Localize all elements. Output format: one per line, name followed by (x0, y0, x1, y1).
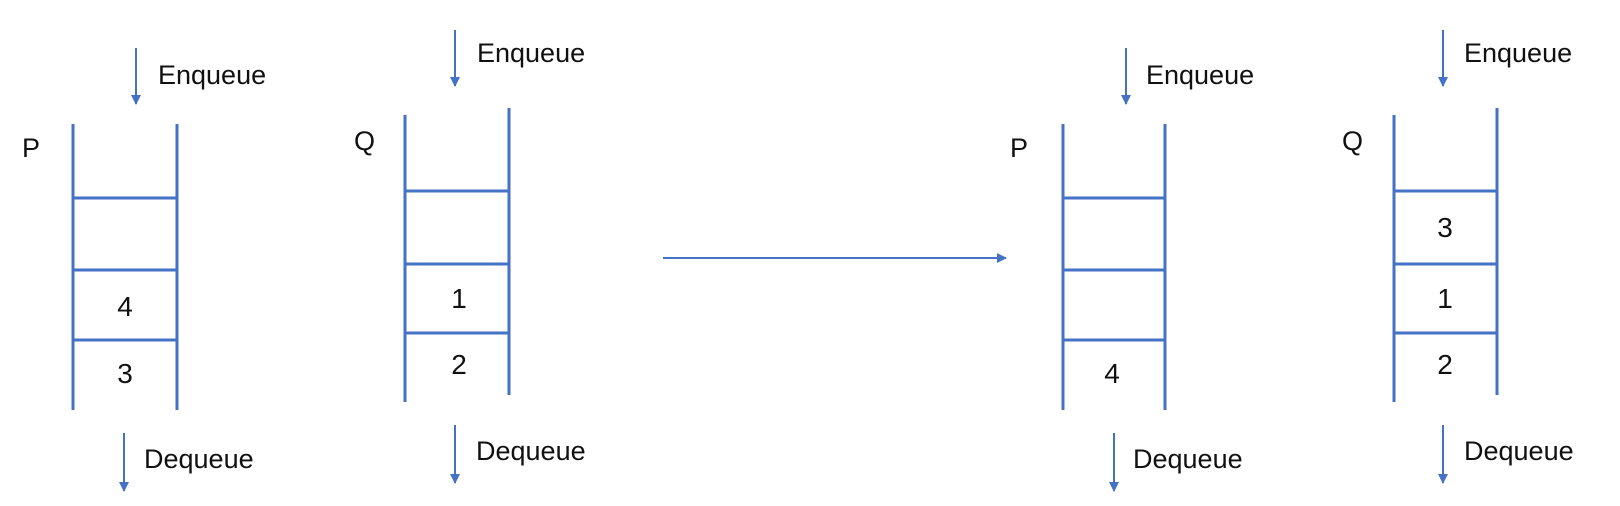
after-queue-p: Enqueue P 4 Dequeue (1010, 48, 1254, 492)
after-queue-q: Enqueue Q 3 1 2 Dequeue (1342, 30, 1574, 484)
dequeue-label: Dequeue (476, 436, 586, 466)
queue-slot-4: 2 (1437, 349, 1453, 380)
enqueue-label: Enqueue (1464, 38, 1572, 68)
queue-slot-3: 1 (451, 283, 467, 314)
queue-name: P (1010, 133, 1028, 163)
queue-slot-4: 4 (1104, 358, 1120, 389)
queue-slot-3: 1 (1437, 283, 1453, 314)
before-queue-q: Enqueue Q 1 2 Dequeue (354, 30, 586, 484)
dequeue-label: Dequeue (1133, 444, 1243, 474)
queue-name: Q (1342, 126, 1363, 156)
dequeue-label: Dequeue (1464, 436, 1574, 466)
dequeue-label: Dequeue (144, 444, 254, 474)
queue-slot-4: 3 (117, 358, 133, 389)
queue-slot-2: 3 (1437, 212, 1453, 243)
queue-slot-3: 4 (117, 291, 133, 322)
enqueue-label: Enqueue (158, 60, 266, 90)
queue-slot-4: 2 (451, 349, 467, 380)
queue-name: Q (354, 126, 375, 156)
enqueue-label: Enqueue (477, 38, 585, 68)
enqueue-label: Enqueue (1146, 60, 1254, 90)
before-queue-p: Enqueue P 4 3 Dequeue (22, 48, 266, 492)
queue-name: P (22, 133, 40, 163)
